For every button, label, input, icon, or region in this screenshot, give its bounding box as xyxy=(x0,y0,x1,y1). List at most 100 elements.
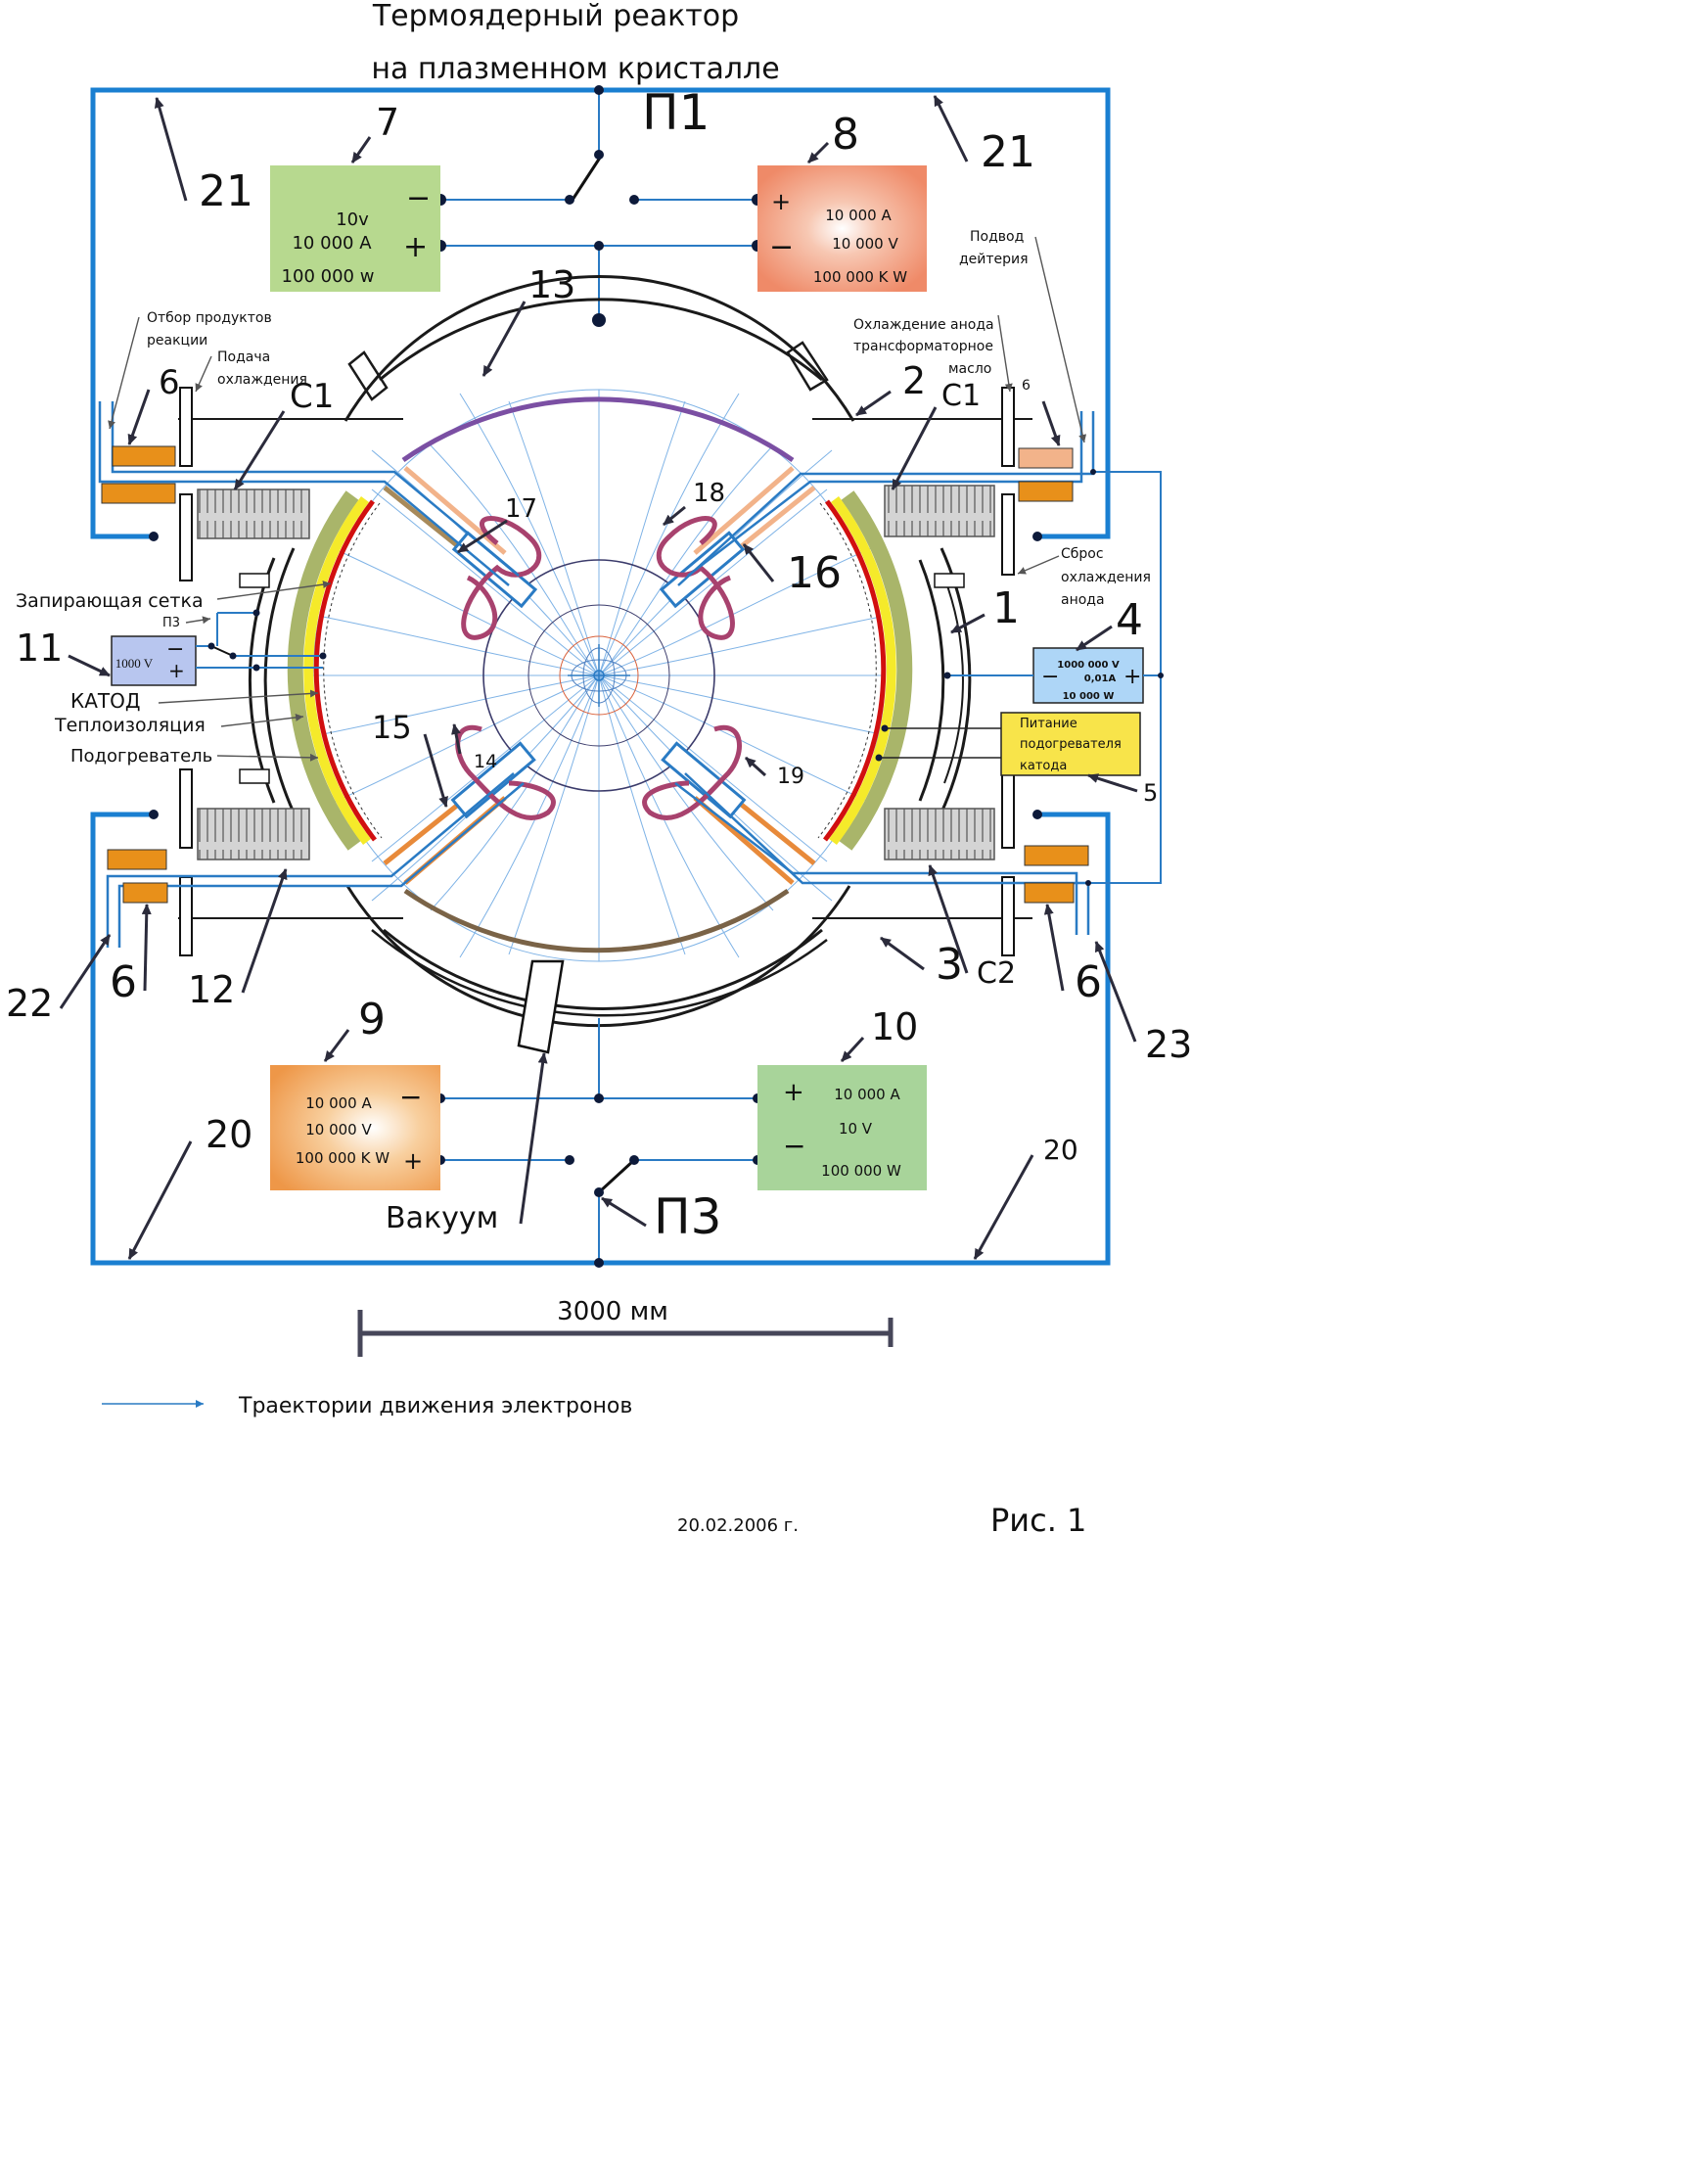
block-7-line-2: 10 000 A xyxy=(292,233,372,254)
cathode-right xyxy=(817,490,913,851)
block-8-line-1: 10 000 A xyxy=(825,207,892,224)
block-10-minus: − xyxy=(783,1130,805,1162)
label-vakuum: Вакуум xyxy=(386,1201,498,1235)
block-11-minus: − xyxy=(166,637,184,662)
reactor-housing xyxy=(178,274,1032,1054)
power-supply-4: 1000 000 V 0,01A 10 000 W − + xyxy=(1032,647,1144,704)
block-10-line-2: 10 V xyxy=(839,1120,873,1138)
label-18: 18 xyxy=(693,479,725,508)
block-5-line-2: подогревателя xyxy=(1020,737,1122,752)
label-podacha-2: охлаждения xyxy=(217,372,307,388)
power-supply-11: 1000 V − + xyxy=(111,635,197,686)
block-11-wiring xyxy=(196,609,327,672)
label-c1-left: C1 xyxy=(290,377,334,416)
diagonal-electrodes xyxy=(383,466,816,885)
block-8-line-3: 100 000 K W xyxy=(813,268,907,286)
title-line-2: на плазменном кристалле xyxy=(371,52,779,86)
label-otbor-2: реакции xyxy=(147,333,207,349)
label-20-right: 20 xyxy=(1043,1134,1078,1166)
label-19: 19 xyxy=(777,765,804,789)
block-10-line-3: 100 000 W xyxy=(821,1162,901,1180)
label-22: 22 xyxy=(6,982,53,1025)
label-podacha-1: Подача xyxy=(217,349,270,365)
label-8: 8 xyxy=(832,110,859,160)
label-21-left: 21 xyxy=(199,166,253,216)
switch-p3-label: П3 xyxy=(654,1188,721,1245)
block-4-line-2: 0,01A xyxy=(1084,674,1117,684)
block-7-body xyxy=(270,165,440,292)
block-9-line-2: 10 000 V xyxy=(305,1121,372,1138)
label-podvod-2: дейтерия xyxy=(959,252,1029,267)
label-podvod-1: Подвод xyxy=(970,229,1024,245)
block-7-minus: − xyxy=(406,181,431,215)
block-10-body xyxy=(757,1065,927,1190)
block-8-plus: + xyxy=(771,188,791,215)
cathode-left xyxy=(287,490,383,851)
footer-figure: Рис. 1 xyxy=(990,1502,1086,1533)
block-10-plus: + xyxy=(783,1078,804,1107)
block-4-body xyxy=(1032,647,1144,704)
anode-top-13 xyxy=(401,396,795,463)
scale-bar xyxy=(357,1310,894,1357)
label-23: 23 xyxy=(1145,1023,1191,1066)
label-20-left: 20 xyxy=(206,1113,252,1156)
label-9: 9 xyxy=(358,995,386,1045)
label-c1-right: C1 xyxy=(941,379,981,413)
block-11-line-1: 1000 V xyxy=(115,656,154,671)
title-line-1: Термоядерный реактор xyxy=(372,0,739,33)
label-6-right-bottom: 6 xyxy=(1075,957,1102,1007)
block-5-body xyxy=(1000,712,1141,776)
coil-stacks xyxy=(197,485,995,860)
block-7-line-3: 100 000 w xyxy=(282,266,375,287)
legend: Траектории движения электронов xyxy=(102,1394,632,1418)
label-12: 12 xyxy=(188,968,235,1011)
block-7-plus: + xyxy=(403,230,428,264)
label-1: 1 xyxy=(992,583,1020,633)
anode-bottom xyxy=(403,888,790,953)
block-9-body xyxy=(270,1065,440,1190)
block-11-plus: + xyxy=(168,659,185,682)
label-otbor-1: Отбор продуктов xyxy=(147,310,272,326)
label-podogrev: Подогреватель xyxy=(70,746,212,767)
label-c2: C2 xyxy=(977,956,1016,991)
block-5-line-3: катода xyxy=(1020,759,1067,773)
scale-label: 3000 мм xyxy=(557,1297,668,1326)
block-8-line-2: 10 000 V xyxy=(832,235,898,253)
power-supply-10: 10 000 A 10 V 100 000 W + − xyxy=(757,1065,927,1190)
blocks-6 xyxy=(101,445,1089,904)
label-16: 16 xyxy=(787,548,842,598)
block-9-plus: + xyxy=(403,1147,423,1175)
power-supply-7: 10v 10 000 A 100 000 w − + xyxy=(270,165,440,292)
label-14: 14 xyxy=(474,751,497,772)
label-6-small: 6 xyxy=(1022,378,1031,394)
power-supply-8: 10 000 A 10 000 V 100 000 K W + − xyxy=(757,165,927,292)
block-8-body xyxy=(757,165,927,292)
block-5-line-1: Питание xyxy=(1020,717,1077,731)
heater-supply-5: Питание подогревателя катода xyxy=(875,712,1141,776)
label-6-left-bottom: 6 xyxy=(110,957,137,1007)
block-4-minus: − xyxy=(1041,665,1059,689)
label-ohlazhd-1: Охлаждение анода xyxy=(853,317,994,333)
reactor-diagram: Термоядерный реактор на плазменном крист… xyxy=(6,0,1191,1533)
block-10-line-1: 10 000 A xyxy=(834,1086,900,1103)
label-sbros-1: Сброс xyxy=(1061,546,1104,562)
label-13: 13 xyxy=(528,263,575,306)
label-17: 17 xyxy=(505,494,537,524)
central-plasma-sphere xyxy=(482,559,715,792)
label-ohlazhd-3: масло xyxy=(948,361,991,377)
switch-p1-label: П1 xyxy=(642,84,710,141)
block-9-line-3: 100 000 K W xyxy=(296,1149,390,1167)
block-4-line-3: 10 000 W xyxy=(1063,691,1115,702)
label-15: 15 xyxy=(372,709,412,746)
footer-date: 20.02.2006 г. xyxy=(677,1515,799,1533)
block-8-minus: − xyxy=(769,230,794,264)
label-katod: КАТОД xyxy=(70,689,140,713)
legend-label: Траектории движения электронов xyxy=(238,1394,632,1418)
label-sbros-3: анода xyxy=(1061,592,1105,608)
label-2: 2 xyxy=(902,359,926,402)
block-4-plus: + xyxy=(1123,665,1141,689)
power-supply-9: 10 000 A 10 000 V 100 000 K W − + xyxy=(270,1065,440,1190)
label-ohlazhd-2: трансформаторное xyxy=(853,339,993,354)
label-10: 10 xyxy=(871,1005,918,1048)
label-6-left-top: 6 xyxy=(159,363,180,402)
